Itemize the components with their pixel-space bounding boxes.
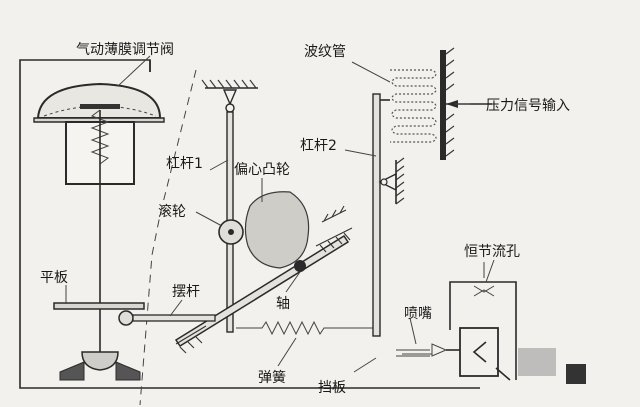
label-nozzle: 喷嘴 [404,306,432,322]
eccentric-cam [244,191,310,269]
label-orifice: 恒节流孔 [464,244,520,260]
constant-orifice [449,262,517,380]
blur-patch-2 [566,364,586,384]
connecting-rod [118,310,216,326]
leader-lines [65,55,495,373]
label-shaft: 轴 [276,296,290,312]
label-lever-2: 杠杆2 [300,138,337,154]
positioner-boundary [139,69,197,406]
label-swing-rod: 摆杆 [172,284,200,300]
diaphragm-actuator [33,82,165,185]
valve-body [59,351,141,381]
swing-rod [174,205,353,354]
roller [218,219,244,245]
lever-2-baffle [372,93,405,337]
bellows [380,47,492,160]
spring [236,320,375,336]
flat-plate [53,302,145,310]
blur-patch-1 [518,348,556,376]
label-diaphragm-valve: 气动薄膜调节阀 [76,42,174,58]
label-baffle: 挡板 [318,380,346,396]
label-cam: 偏心凸轮 [234,162,290,178]
label-roller: 滚轮 [158,203,186,220]
nozzle-assembly [396,343,460,357]
label-lever-1: 杠杆1 [166,156,203,172]
label-plate: 平板 [40,270,68,286]
label-pressure-input: 压力信号输入 [486,98,570,114]
amplifier [459,327,511,381]
air-pipe-loop [19,59,480,389]
label-spring: 弹簧 [258,370,286,386]
label-bellows: 波纹管 [304,44,346,60]
